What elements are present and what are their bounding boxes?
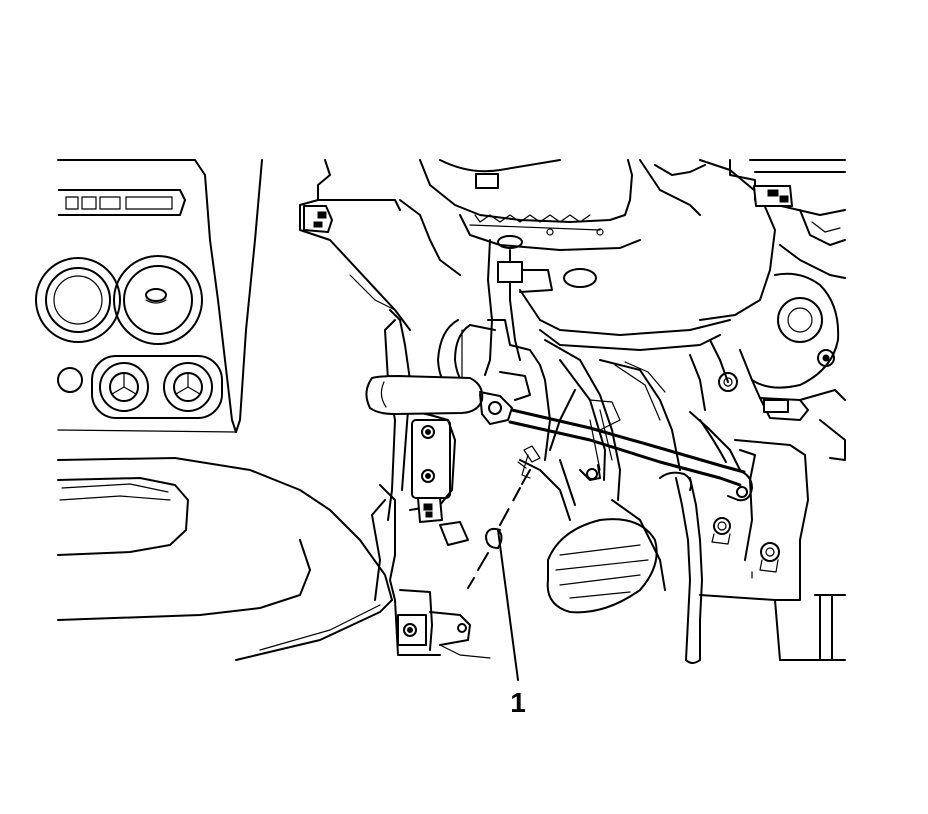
column-mounting-bracket-left — [384, 309, 469, 546]
tilt-release-cable — [508, 408, 753, 664]
clip-installation-path — [467, 469, 531, 589]
tilt-lever — [365, 371, 531, 425]
hvac-control-knob-left — [35, 257, 121, 343]
retaining-clip-1 — [485, 445, 541, 549]
column-lower-bracket — [371, 484, 491, 659]
upper-dash-frame — [299, 159, 461, 331]
steering-column-shaft-housing — [437, 239, 729, 501]
callout-1-leader: 1 — [497, 529, 526, 718]
floor-console — [57, 457, 393, 661]
column-support-bracket-right — [699, 439, 846, 661]
ignition-switch-area — [718, 159, 846, 461]
brake-pedal-bracket — [519, 379, 666, 614]
hvac-mode-buttons — [57, 355, 223, 419]
hvac-control-knob-center — [113, 255, 203, 345]
steering-column-shroud — [419, 159, 776, 351]
callout-label-1: 1 — [510, 687, 526, 718]
instrument-panel-center-stack — [57, 159, 263, 433]
